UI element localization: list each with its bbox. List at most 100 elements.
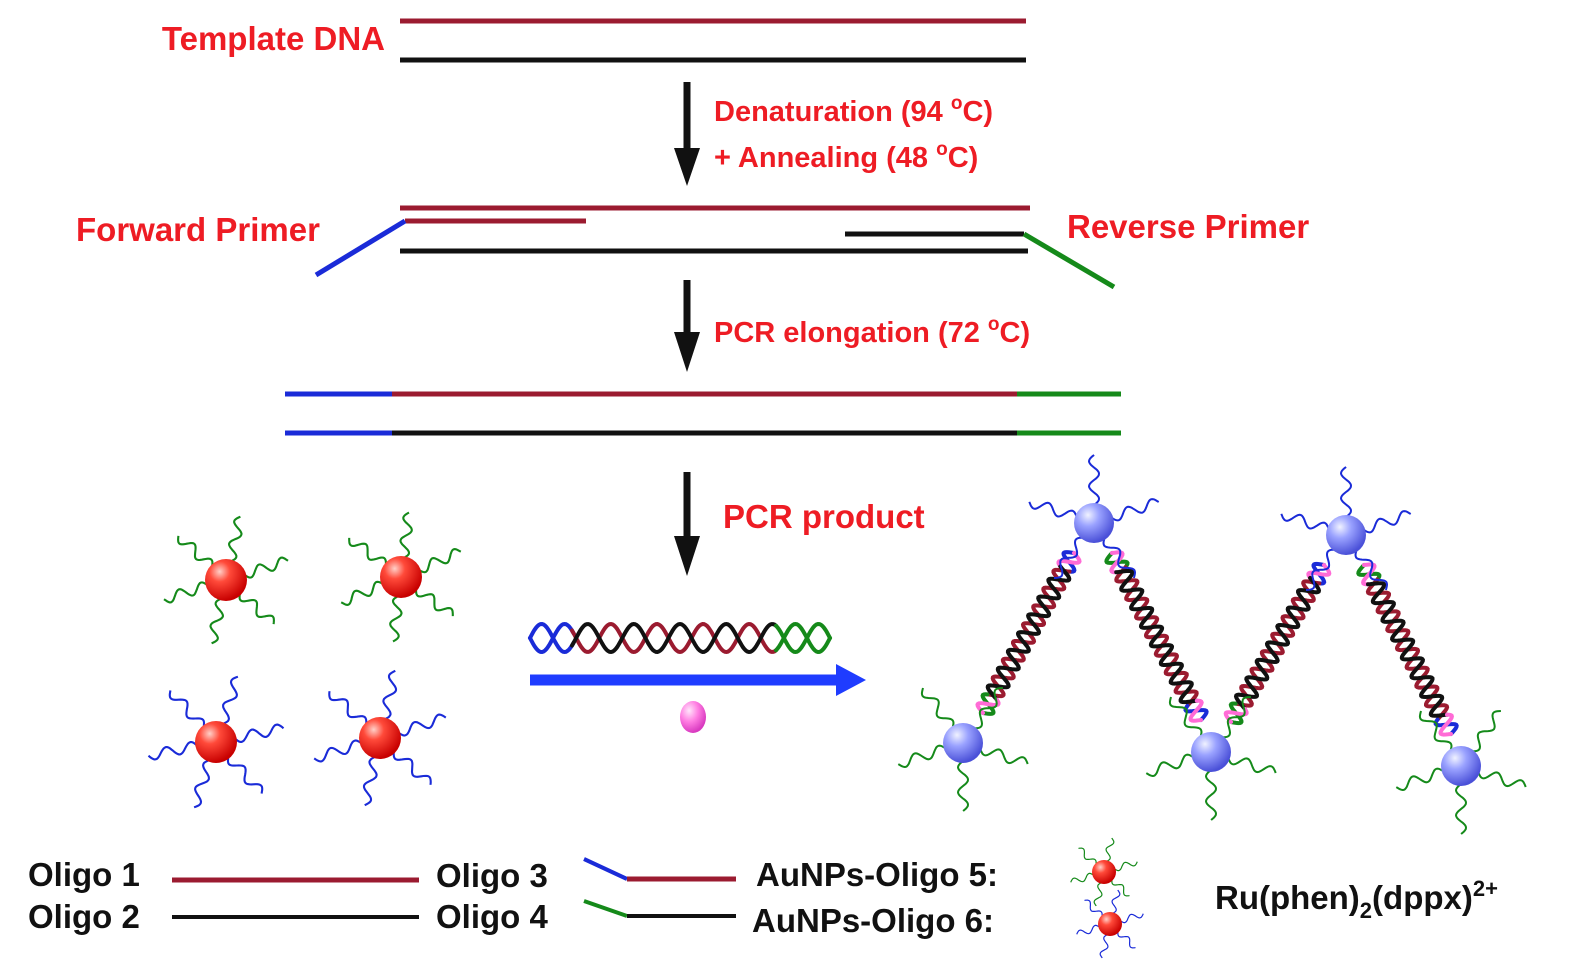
legend-aunp-oligo5-icon — [1070, 837, 1138, 907]
network-node-oligo6 — [1280, 466, 1412, 591]
helix-strand — [1188, 698, 1204, 723]
denaturation-label: Denaturation (94 oC) — [714, 93, 993, 128]
assembled-duplex — [1223, 561, 1332, 726]
legend-oligo3-line — [583, 857, 736, 882]
helix-strand — [985, 564, 1072, 702]
oligo-strand — [1221, 696, 1251, 739]
nanoparticle — [943, 723, 983, 763]
aunp-oligo5-probe — [340, 511, 462, 643]
oligo-strand — [1339, 466, 1353, 518]
nanoparticle — [1074, 503, 1114, 543]
pcr-product-label: PCR product — [723, 498, 925, 535]
legend-aunp-oligo5 — [1070, 837, 1138, 907]
forward-primer-tail — [314, 218, 407, 278]
legend-oligo4-label: Oligo 4 — [436, 898, 548, 935]
annealing-label: + Annealing (48 oC) — [714, 139, 978, 174]
oligo-strand — [1076, 924, 1101, 935]
aunp-oligo-probes-left — [147, 511, 462, 809]
nanoparticle — [1326, 515, 1366, 555]
oligo-strand — [1117, 931, 1136, 949]
oligo-strand — [163, 581, 209, 604]
nanoparticle — [359, 717, 401, 759]
oligo-strand — [1119, 913, 1144, 924]
oligo-strand — [1053, 536, 1084, 579]
nanoparticle — [1098, 912, 1122, 936]
network-node-oligo5 — [1395, 710, 1527, 835]
oligo-strand — [328, 691, 368, 726]
oligo-strand — [1093, 881, 1103, 907]
helix-strand — [1438, 712, 1454, 737]
forward-primer-label: Forward Primer — [76, 211, 320, 248]
oligo-strand — [417, 548, 462, 574]
arrow-down-1 — [674, 82, 700, 186]
oligo-strand — [1105, 837, 1115, 863]
oligo-strand — [1204, 769, 1218, 821]
helix-strand — [975, 697, 1001, 715]
legend-oligo3-label: Oligo 3 — [436, 857, 548, 894]
helix-strand — [528, 621, 576, 655]
oligo-strand — [956, 760, 970, 812]
helix-strand — [1306, 563, 1332, 580]
legend-oligo4-line — [583, 899, 736, 918]
oligo-strand — [1305, 548, 1336, 591]
assembled-duplex — [975, 550, 1082, 716]
assembled-duplex — [1104, 550, 1209, 723]
oligo-strand — [243, 556, 289, 579]
oligo-strand — [389, 594, 403, 643]
oligo-strand — [193, 758, 211, 809]
oligo-strand — [221, 675, 239, 726]
oligo-strand — [1099, 933, 1109, 959]
oligo-strand — [226, 756, 264, 794]
elongation-label: PCR elongation (72 oC) — [714, 314, 1030, 349]
oligo-strand — [399, 511, 413, 560]
arrow-down-2 — [674, 280, 700, 372]
oligo-strand — [1454, 783, 1468, 835]
helix-strand — [1233, 576, 1322, 711]
network-node-oligo5 — [1145, 696, 1277, 821]
oligo-strand — [382, 669, 398, 721]
oligo-strand — [1111, 879, 1130, 897]
helix-strand — [1114, 568, 1199, 705]
reverse-primer-tail — [1022, 231, 1116, 290]
oligo-strand — [1028, 501, 1078, 518]
helix-strand — [774, 621, 832, 655]
helix-strand — [1366, 581, 1449, 718]
oligo-strand — [897, 744, 947, 769]
reverse-primer-label: Reverse Primer — [1067, 208, 1309, 245]
nanoparticle — [1191, 732, 1231, 772]
arrow-down-3 — [674, 472, 700, 576]
aunp-network-assembly — [897, 454, 1527, 835]
oligo-strand — [1354, 549, 1389, 591]
helix-strand — [1223, 707, 1249, 724]
helix-strand — [528, 621, 576, 655]
legend-oligo2-label: Oligo 2 — [28, 898, 140, 935]
oligo-strand — [1280, 513, 1330, 530]
helix-strand — [570, 621, 778, 655]
oligo-strand — [1418, 710, 1453, 752]
oligo-strand — [973, 687, 1003, 730]
oligo-strand — [979, 748, 1029, 765]
ru-complex-formula: Ru(phen)2(dppx)2+ — [1215, 876, 1498, 923]
oligo-strand — [168, 690, 206, 728]
legend-aunps6-label: AuNPs-Oligo 6: — [752, 902, 994, 939]
legend-oligo1-label: Oligo 1 — [28, 856, 140, 893]
oligo-strand — [362, 755, 378, 807]
legend-aunps5-label: AuNPs-Oligo 5: — [756, 856, 998, 893]
oligo-strand — [340, 580, 385, 606]
oligo-strand — [1111, 889, 1121, 915]
aunp-oligo6-probe — [147, 675, 285, 809]
nanoparticle — [1092, 860, 1116, 884]
reaction-arrow — [530, 664, 866, 696]
oligo-strand — [1087, 454, 1101, 506]
oligo-strand — [1145, 753, 1195, 778]
oligo-strand — [348, 537, 387, 566]
aunp-oligo6-probe — [313, 669, 447, 807]
oligo-strand — [238, 592, 275, 625]
pcr-product-helix — [528, 621, 832, 655]
oligo-strand — [1110, 498, 1160, 522]
oligo-strand — [397, 713, 447, 737]
nanoparticle — [195, 721, 237, 763]
oligo-strand — [415, 588, 454, 617]
oligo-strand — [1477, 771, 1527, 788]
